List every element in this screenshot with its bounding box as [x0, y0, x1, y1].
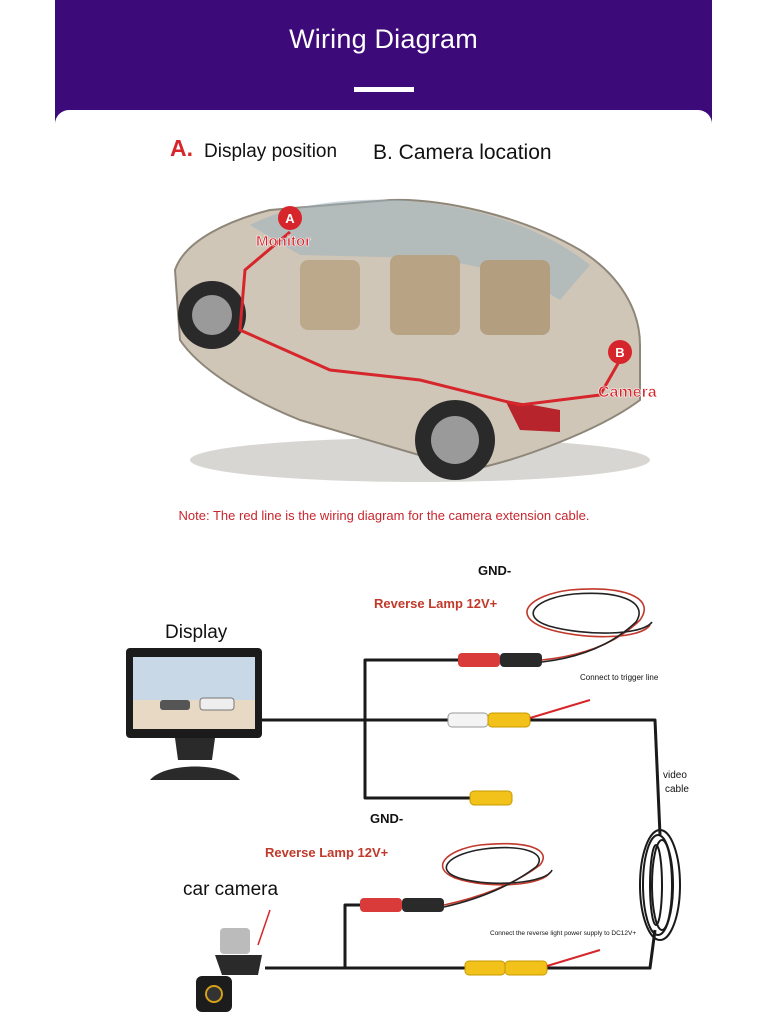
camera-wire-route — [238, 230, 622, 407]
video-cable-label-2: cable — [665, 784, 689, 795]
rca-yellow-display-branch — [469, 790, 513, 806]
video-cable-coil — [639, 829, 681, 941]
monitor-marker-letter: A — [285, 211, 295, 226]
car-glass — [250, 199, 590, 300]
camera-marker — [608, 340, 632, 364]
middle-seat — [390, 255, 460, 335]
reverse-lamp-top-label: Reverse Lamp 12V+ — [374, 596, 498, 611]
wiring-note: Note: The red line is the wiring diagram… — [178, 508, 590, 523]
monitor-marker — [278, 206, 302, 230]
gnd-bottom-label: GND- — [370, 811, 404, 826]
video-cable-label-1: video — [663, 770, 687, 781]
section-a-label: Display position — [204, 141, 338, 162]
title-underline — [354, 87, 414, 92]
page-title: Wiring Diagram — [289, 24, 478, 54]
display-base — [150, 766, 240, 780]
black-cables — [262, 658, 662, 970]
top-power-plug-red — [458, 653, 500, 667]
bottom-power-plug-black — [402, 898, 444, 912]
rca-white-plug — [447, 712, 489, 728]
car-camera-label: car camera — [183, 879, 279, 900]
top-power-plug-black — [500, 653, 542, 667]
section-b-label: B. Camera location — [373, 141, 552, 164]
camera-bracket — [215, 955, 262, 975]
reverse-lamp-bottom-label: Reverse Lamp 12V+ — [265, 845, 389, 860]
header-band: Wiring Diagram — [55, 0, 712, 130]
top-red-wires — [526, 588, 653, 663]
trigger-note: Connect to trigger line — [580, 673, 659, 682]
camera-mount — [220, 928, 250, 954]
rca-yellow-camera-female — [504, 960, 548, 976]
camera-marker-letter: B — [615, 345, 624, 360]
power-note: Connect the reverse light power supply t… — [490, 930, 637, 937]
camera-lens — [205, 985, 223, 1003]
power-supply-wire — [546, 949, 601, 967]
rca-yellow-camera-male — [464, 960, 506, 976]
monitor-label: Monitor — [256, 233, 311, 250]
trigger-wire — [529, 699, 591, 719]
display-label: Display — [165, 622, 228, 643]
section-a-letter: A. — [170, 135, 193, 161]
display-stand — [175, 738, 215, 760]
gnd-top-label: GND- — [478, 563, 512, 578]
rca-yellow-plug — [487, 712, 531, 728]
rear-seat — [480, 260, 550, 335]
camera-label: Camera — [598, 384, 657, 401]
tail-light — [505, 400, 560, 432]
bottom-power-plug-red — [360, 898, 402, 912]
front-seat — [300, 260, 360, 330]
car-illustration: A Monitor B Camera — [173, 198, 657, 482]
bottom-red-wires — [441, 842, 553, 908]
